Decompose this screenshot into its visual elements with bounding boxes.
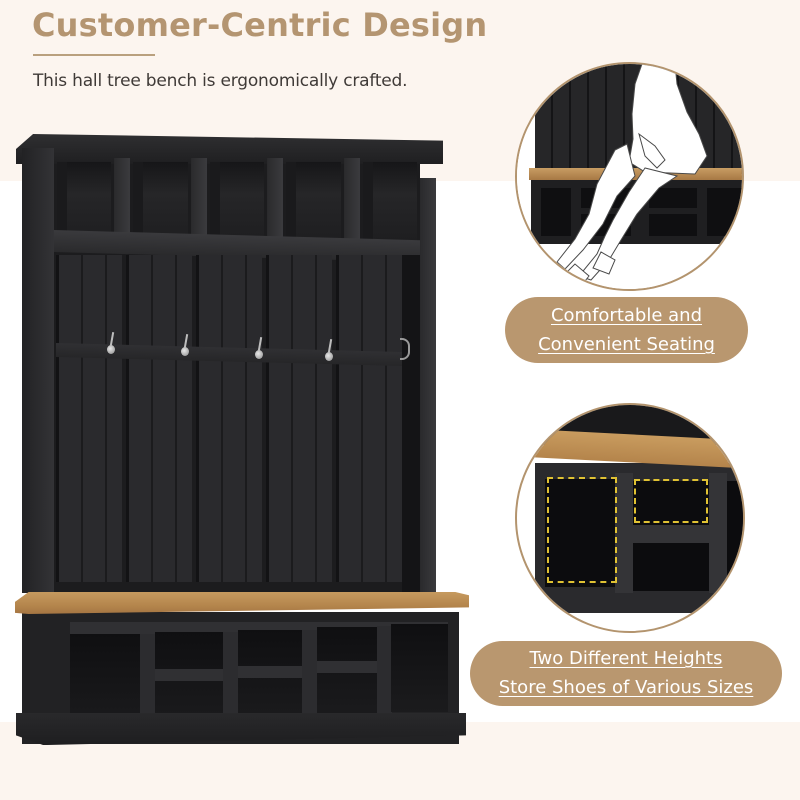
compartment-shelf	[633, 525, 709, 543]
title-underline	[33, 54, 155, 56]
coat-hook-icon	[181, 347, 189, 356]
shoe-shelf	[317, 661, 377, 673]
shoe-divider	[377, 626, 392, 714]
upper-cubby	[133, 162, 188, 242]
shoe-cubby-tall	[391, 624, 448, 712]
beadboard-panel	[266, 255, 332, 582]
shoe-divider	[223, 632, 238, 724]
beadboard-panel	[196, 255, 262, 582]
shoe-storage-detail-image	[515, 403, 745, 633]
hall-tree-right-side	[420, 178, 436, 596]
storage-cabinet	[535, 463, 743, 613]
seating-cubby	[707, 188, 742, 236]
right-inner-shadow	[402, 255, 420, 595]
compartment-divider	[615, 473, 633, 593]
upper-cubby	[362, 162, 418, 242]
storage-label-line-1: Two Different Heights	[529, 648, 723, 669]
seating-cubby	[649, 214, 697, 236]
beadboard-panel	[336, 255, 402, 582]
seating-cubby	[541, 188, 571, 236]
seated-person-illustration	[556, 64, 708, 287]
side-compartment	[727, 481, 743, 587]
shoe-divider	[302, 630, 317, 720]
shoe-shelf	[238, 666, 302, 678]
shoe-divider	[140, 634, 155, 727]
shoe-storage-feature-label: Two Different Heights Store Shoes of Var…	[470, 641, 782, 706]
seating-feature-label: Comfortable and Convenient Seating	[505, 297, 748, 363]
upper-cubby	[57, 162, 112, 242]
cubby-divider	[267, 158, 284, 242]
storage-label-line-2: Store Shoes of Various Sizes	[498, 677, 754, 698]
tall-compartment	[545, 479, 615, 587]
compartment-divider	[709, 473, 727, 593]
seating-label-line-2: Convenient Seating	[538, 334, 715, 355]
page-title: Customer-Centric Design	[32, 6, 488, 44]
coat-hook-icon	[255, 350, 263, 359]
beadboard-panel	[126, 255, 192, 582]
page-subtitle: This hall tree bench is ergonomically cr…	[33, 71, 408, 91]
cubby-divider	[114, 158, 131, 242]
shoe-shelf	[155, 669, 223, 681]
beadboard-panels	[56, 255, 402, 582]
upper-cubby	[209, 162, 265, 242]
seating-cubby	[649, 188, 697, 208]
seating-detail-image	[515, 62, 744, 291]
coat-hook-icon	[107, 345, 115, 354]
bench-wood-seat	[15, 592, 469, 614]
beadboard-panel	[56, 255, 122, 582]
shoe-cubby-tall	[70, 634, 140, 727]
hall-tree-left-side	[22, 148, 54, 593]
tall-height-highlight	[547, 477, 617, 583]
seating-label-line-1: Comfortable and	[550, 305, 703, 326]
coat-hook-icon	[325, 352, 333, 361]
cubby-divider	[343, 158, 360, 242]
cubby-divider	[190, 158, 207, 242]
coat-hook-icon	[400, 338, 410, 360]
short-compartment	[633, 543, 709, 591]
short-compartment	[633, 481, 709, 525]
upper-cubby	[286, 162, 341, 242]
short-height-highlight	[634, 479, 708, 523]
upper-cubby-row	[54, 150, 420, 242]
